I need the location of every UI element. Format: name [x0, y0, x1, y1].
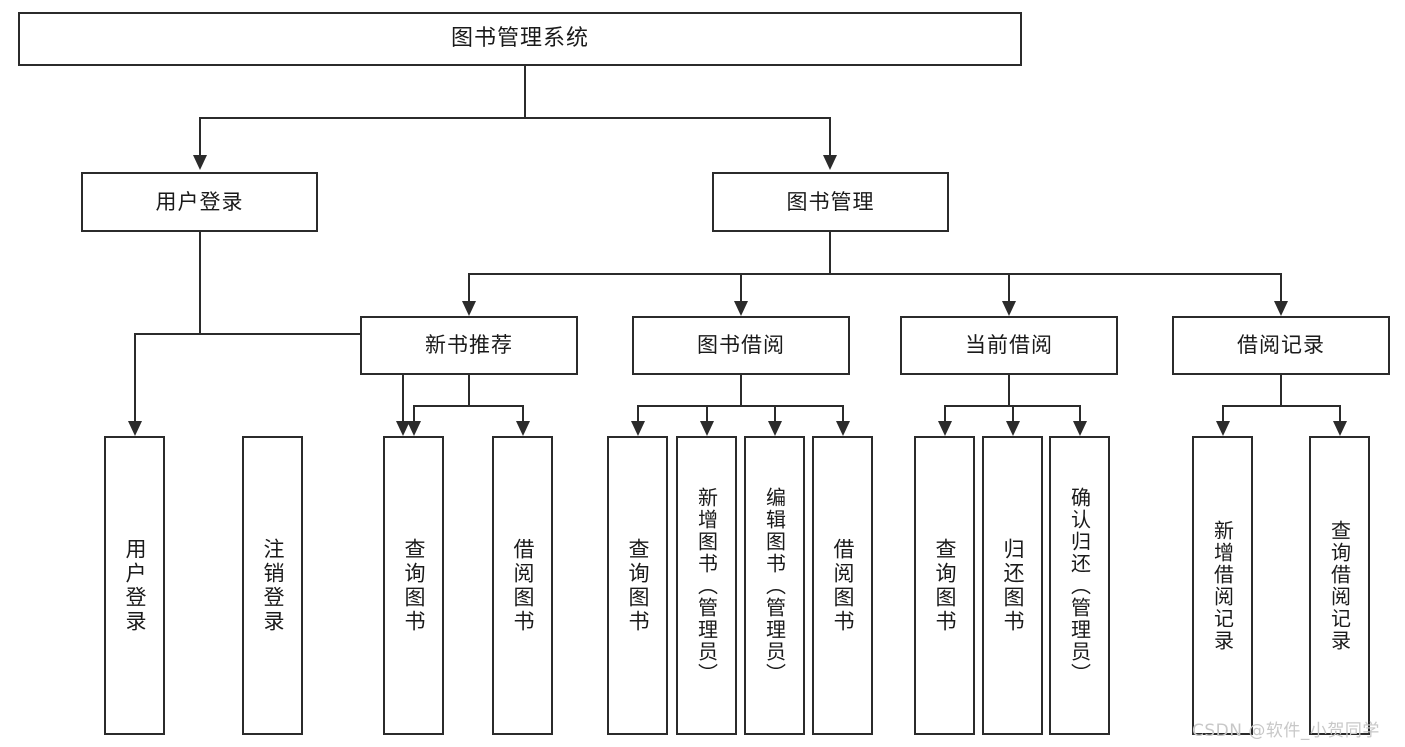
connector-user-login-stem	[199, 232, 201, 333]
node-borrow-record[interactable]: 借阅记录	[1172, 316, 1390, 375]
connector-drop-bb-edit	[774, 405, 776, 423]
connector-drop-new-book	[468, 273, 470, 303]
node-new-book-recommend[interactable]: 新书推荐	[360, 316, 578, 375]
arrowhead-borrow-record	[1274, 301, 1288, 316]
leaf-cb-confirm-return[interactable]: 确认归还（管理员）	[1049, 436, 1110, 735]
connector-drop-current-borrow	[1008, 273, 1010, 303]
node-book-borrow[interactable]: 图书借阅	[632, 316, 850, 375]
leaf-cb-query-book[interactable]: 查询图书	[914, 436, 975, 735]
node-label: 图书管理	[786, 189, 875, 214]
connector-book-manage-bus	[468, 273, 1282, 275]
node-user-login[interactable]: 用户登录	[81, 172, 318, 232]
connector-bb-bus	[637, 405, 843, 407]
connector-cb-stem	[1008, 375, 1010, 405]
connector-drop-user-login	[199, 117, 201, 157]
node-label: 借阅记录	[1237, 333, 1325, 358]
leaf-logout[interactable]: 注销登录	[242, 436, 303, 735]
node-label: 图书借阅	[697, 333, 785, 358]
node-book-management[interactable]: 图书管理	[712, 172, 949, 232]
leaf-label: 借阅图书	[831, 537, 855, 634]
connector-drop-bb-borrow	[842, 405, 844, 423]
connector-new-book-stem	[468, 375, 470, 405]
leaf-label: 查询图书	[933, 537, 957, 634]
connector-br-stem	[1280, 375, 1282, 405]
leaf-label: 用户登录	[123, 537, 147, 634]
node-label: 图书管理系统	[450, 26, 589, 52]
connector-new-book-bus	[413, 405, 524, 407]
connector-drop-bb-add	[706, 405, 708, 423]
leaf-label: 注销登录	[261, 537, 285, 634]
node-root-system[interactable]: 图书管理系统	[18, 12, 1022, 66]
connector-drop-bb-query	[637, 405, 639, 423]
node-current-borrow[interactable]: 当前借阅	[900, 316, 1118, 375]
arrowhead-current-borrow	[1002, 301, 1016, 316]
leaf-br-query-record[interactable]: 查询借阅记录	[1309, 436, 1370, 735]
connector-drop-nb-query	[413, 405, 415, 423]
connector-drop-br-query	[1339, 405, 1341, 423]
arrowhead-cb-confirm	[1073, 421, 1087, 436]
connector-drop-leaf-user-login	[134, 333, 136, 423]
arrowhead-book-manage	[823, 155, 837, 170]
connector-drop-cb-query	[944, 405, 946, 423]
arrowhead-cb-query	[938, 421, 952, 436]
leaf-cb-return-book[interactable]: 归还图书	[982, 436, 1043, 735]
leaf-label: 编辑图书（管理员）	[762, 486, 787, 685]
arrowhead-bb-add	[700, 421, 714, 436]
leaf-bb-borrow-book[interactable]: 借阅图书	[812, 436, 873, 735]
arrowhead-cb-return	[1006, 421, 1020, 436]
connector-book-manage-stem	[829, 232, 831, 273]
connector-root-bus	[199, 117, 831, 119]
connector-drop-cb-return	[1012, 405, 1014, 423]
leaf-bb-query-book[interactable]: 查询图书	[607, 436, 668, 735]
leaf-label: 新增借阅记录	[1210, 519, 1235, 652]
leaf-label: 确认归还（管理员）	[1067, 486, 1092, 685]
node-label: 当前借阅	[965, 333, 1053, 358]
leaf-user-login[interactable]: 用户登录	[104, 436, 165, 735]
arrowhead-book-borrow	[734, 301, 748, 316]
leaf-label: 新增图书（管理员）	[694, 486, 719, 685]
leaf-br-add-record[interactable]: 新增借阅记录	[1192, 436, 1253, 735]
csdn-watermark: CSDN @软件_小贺同学	[1192, 721, 1380, 741]
arrowhead-leaf-logout	[396, 421, 410, 436]
connector-drop-cb-confirm	[1079, 405, 1081, 423]
connector-user-login-bus	[134, 333, 404, 335]
leaf-nb-query-book[interactable]: 查询图书	[383, 436, 444, 735]
arrowhead-new-book	[462, 301, 476, 316]
arrowhead-nb-borrow	[516, 421, 530, 436]
connector-drop-br-add	[1222, 405, 1224, 423]
connector-drop-book-borrow	[740, 273, 742, 303]
arrowhead-nb-query	[407, 421, 421, 436]
connector-root-stem	[524, 66, 526, 117]
leaf-label: 查询图书	[626, 537, 650, 634]
arrowhead-bb-query	[631, 421, 645, 436]
arrowhead-br-query	[1333, 421, 1347, 436]
connector-br-bus	[1222, 405, 1340, 407]
connector-drop-nb-borrow	[522, 405, 524, 423]
leaf-bb-add-book[interactable]: 新增图书（管理员）	[676, 436, 737, 735]
arrowhead-bb-borrow	[836, 421, 850, 436]
connector-bb-stem	[740, 375, 742, 405]
connector-drop-borrow-record	[1280, 273, 1282, 303]
node-label: 用户登录	[155, 189, 244, 214]
leaf-label: 查询图书	[402, 537, 426, 634]
arrowhead-user-login	[193, 155, 207, 170]
leaf-bb-edit-book[interactable]: 编辑图书（管理员）	[744, 436, 805, 735]
leaf-label: 归还图书	[1001, 537, 1025, 634]
leaf-label: 借阅图书	[511, 537, 535, 634]
arrowhead-br-add	[1216, 421, 1230, 436]
connector-drop-leaf-logout	[402, 333, 404, 423]
node-label: 新书推荐	[425, 333, 513, 358]
arrowhead-bb-edit	[768, 421, 782, 436]
leaf-label: 查询借阅记录	[1327, 519, 1352, 652]
connector-drop-book-manage	[829, 117, 831, 157]
arrowhead-leaf-user-login	[128, 421, 142, 436]
leaf-nb-borrow-book[interactable]: 借阅图书	[492, 436, 553, 735]
